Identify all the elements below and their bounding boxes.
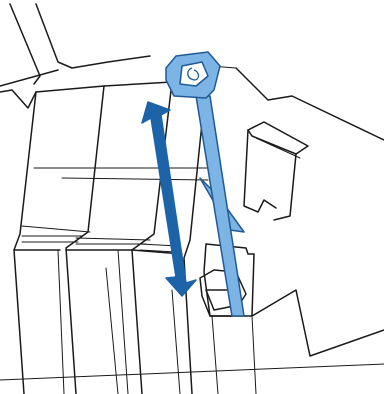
- base-line: [0, 364, 384, 380]
- housing-left-step: [0, 90, 36, 108]
- tank-inner-line-b: [172, 290, 180, 394]
- stick-shaft: [196, 96, 244, 316]
- ink-tank-row: [0, 82, 384, 394]
- tank-2-rear-edge: [58, 250, 64, 394]
- tank-1-front: [14, 92, 36, 394]
- tank-belt-lines: [34, 168, 210, 180]
- lid-top-edge: [36, 4, 150, 68]
- housing-lower-right: [252, 290, 384, 356]
- inlet-cap-right: [274, 154, 296, 220]
- tank-1-grip-lines: [22, 236, 82, 242]
- inlet-support-lines: [212, 316, 256, 394]
- tank-3-rear-edge: [118, 250, 128, 394]
- arrow-shape: [142, 102, 196, 296]
- housing-top-line: [0, 70, 58, 86]
- double-headed-arrow: [142, 102, 196, 296]
- tank-1-body: [36, 86, 104, 394]
- lid-left-edge: [10, 4, 40, 84]
- tank-2-grip-lines: [76, 238, 150, 244]
- housing-right-edge: [236, 68, 384, 140]
- inlet-cap-ridge: [256, 138, 300, 158]
- tank-1-shoulder: [22, 226, 90, 232]
- inlet-cap-side: [244, 130, 276, 212]
